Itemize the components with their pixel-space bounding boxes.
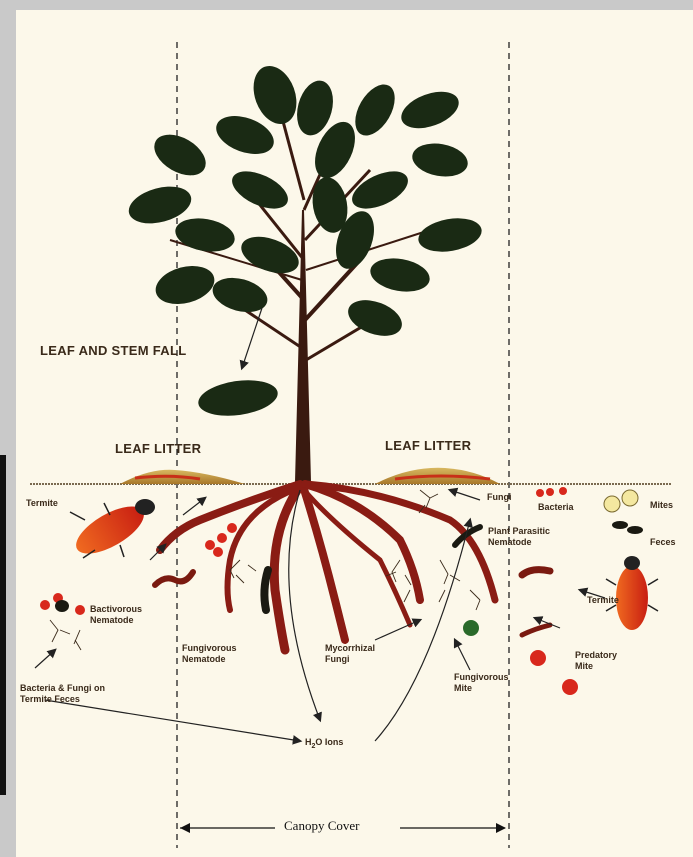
label-termite-left: Termite — [26, 498, 58, 509]
label-predatory-1: Predatory — [575, 650, 617, 661]
label-leaf-litter-right: LEAF LITTER — [385, 440, 471, 451]
label-plant-parasitic-2: Nematode — [488, 537, 532, 548]
tree — [170, 110, 430, 482]
label-termite-right: Termite — [587, 595, 619, 606]
label-fungivorous-nematode-1: Fungivorous — [182, 643, 237, 654]
label-leaf-and-stem-fall: LEAF AND STEM FALL — [40, 345, 186, 356]
label-h2o-ions: H2O Ions — [305, 737, 343, 752]
termite-right-body — [606, 556, 658, 630]
mites-shapes — [604, 490, 638, 512]
label-bacteria-fungi-1: Bacteria & Fungi on — [20, 683, 105, 694]
label-mycorrhizal-1: Mycorrhizal — [325, 643, 375, 654]
termite-left-body — [69, 497, 155, 563]
label-bacteria-fungi-2: Termite Feces — [20, 694, 80, 705]
bacteria-cluster-right — [522, 570, 550, 575]
tree-roots — [160, 484, 495, 650]
label-fungi: Fungi — [487, 492, 512, 503]
label-bactivorous-1: Bactivorous — [90, 604, 142, 615]
label-bacteria: Bacteria — [538, 502, 574, 513]
falling-leaf — [196, 376, 280, 421]
predatory-mite-shape — [522, 625, 550, 635]
label-fungivorous-nematode-2: Nematode — [182, 654, 226, 665]
label-feces: Feces — [650, 537, 676, 548]
label-predatory-2: Mite — [575, 661, 593, 672]
label-mycorrhizal-2: Fungi — [325, 654, 350, 665]
label-canopy-cover: Canopy Cover — [284, 820, 359, 831]
label-plant-parasitic-1: Plant Parasitic — [488, 526, 550, 537]
label-leaf-litter-left: LEAF LITTER — [115, 443, 201, 454]
label-fungivorous-mite-2: Mite — [454, 683, 472, 694]
bactivorous-nematode-shape — [155, 572, 193, 585]
label-mites: Mites — [650, 500, 673, 511]
fungivorous-nematode-shape — [264, 570, 268, 610]
fungivorous-mite-shape — [463, 620, 479, 636]
leaf-fall-arrow — [242, 308, 262, 368]
label-bactivorous-2: Nematode — [90, 615, 134, 626]
label-fungivorous-mite-1: Fungivorous — [454, 672, 509, 683]
